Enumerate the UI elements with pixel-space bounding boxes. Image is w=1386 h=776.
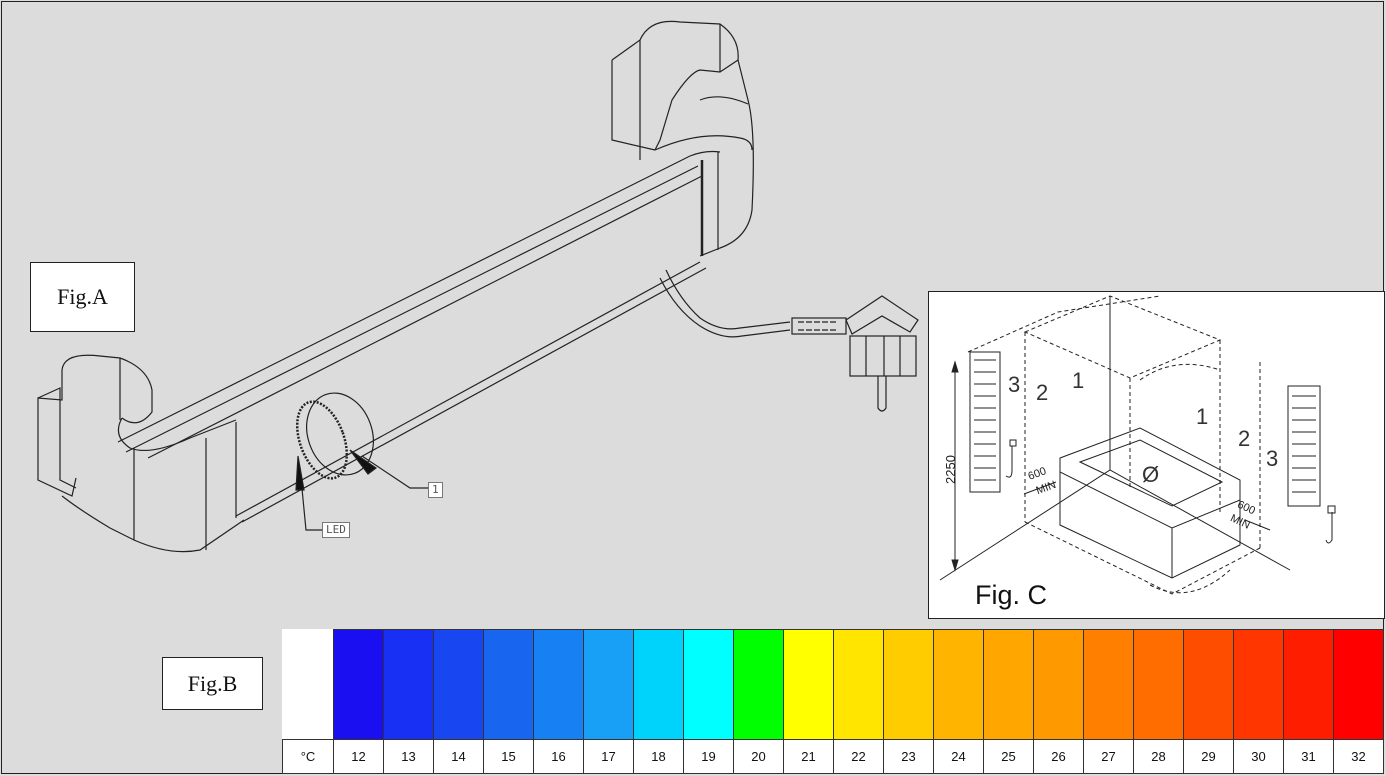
fig-a-label: Fig.A [30, 262, 135, 332]
temperature-tick-label: 17 [583, 739, 634, 774]
temperature-tick-label: 25 [983, 739, 1034, 774]
temperature-tick-label: 32 [1333, 739, 1384, 774]
temperature-tick-label: 30 [1233, 739, 1284, 774]
temperature-tick-label: 31 [1283, 739, 1334, 774]
temperature-tick-label: 13 [383, 739, 434, 774]
zone-3-left-label: 3 [1008, 372, 1021, 397]
temperature-tick-label: 23 [883, 739, 934, 774]
color-swatch [383, 629, 434, 740]
color-swatch [1233, 629, 1284, 740]
color-swatch [433, 629, 484, 740]
temperature-tick-label: 14 [433, 739, 484, 774]
temperature-tick-label: 16 [533, 739, 584, 774]
color-swatch [1283, 629, 1334, 740]
temperature-tick-label: 27 [1083, 739, 1134, 774]
temperature-tick-label: 21 [783, 739, 834, 774]
temperature-tick-label: 26 [1033, 739, 1084, 774]
color-swatch [883, 629, 934, 740]
temperature-tick-label: 29 [1183, 739, 1234, 774]
temperature-tick-label: 15 [483, 739, 534, 774]
color-swatch [583, 629, 634, 740]
temperature-tick-label: 20 [733, 739, 784, 774]
unit-label: °C [282, 739, 334, 774]
led-callout: LED [322, 522, 350, 538]
zone-3-right-label: 3 [1266, 446, 1279, 471]
height-dimension: 2250 [942, 455, 958, 484]
fig-b-label: Fig.B [162, 657, 263, 710]
temperature-tick-label: 12 [333, 739, 384, 774]
color-swatch [483, 629, 534, 740]
zone-2-right-label: 2 [1238, 426, 1251, 451]
color-swatch [633, 629, 684, 740]
color-swatch [983, 629, 1034, 740]
color-swatch [333, 629, 384, 740]
color-swatch [1033, 629, 1084, 740]
color-swatch [783, 629, 834, 740]
fig-c-label: Fig. C [975, 580, 1048, 610]
temperature-tick-label: 18 [633, 739, 684, 774]
color-swatch [1183, 629, 1234, 740]
left-end-cap [61, 354, 153, 424]
temperature-tick-label: 19 [683, 739, 734, 774]
zone-1-left-label: 1 [1072, 368, 1085, 393]
color-swatch [1133, 629, 1184, 740]
right-bracket [611, 20, 739, 151]
thermostat-knob [306, 392, 374, 476]
plug [845, 295, 919, 335]
swatch-row [283, 629, 1384, 740]
scale-blank-cell [283, 630, 334, 740]
zone-2-left-label: 2 [1036, 380, 1049, 405]
color-swatch [733, 629, 784, 740]
rail-bottom-edge [235, 261, 701, 517]
color-swatch [833, 629, 884, 740]
power-cable [665, 269, 791, 330]
temperature-tick-label: 22 [833, 739, 884, 774]
color-swatch [1333, 629, 1384, 740]
zone-1-right-label: 1 [1196, 404, 1209, 429]
knob-callout: 1 [428, 482, 443, 498]
temperature-tick-label: 28 [1133, 739, 1184, 774]
fig-c-panel [928, 291, 1385, 619]
color-swatch [683, 629, 734, 740]
rail-top-edge [117, 150, 721, 443]
zone-0-label: Ø [1142, 462, 1160, 487]
temperature-tick-label: 24 [933, 739, 984, 774]
color-swatch [933, 629, 984, 740]
color-swatch [533, 629, 584, 740]
color-swatch [1083, 629, 1134, 740]
